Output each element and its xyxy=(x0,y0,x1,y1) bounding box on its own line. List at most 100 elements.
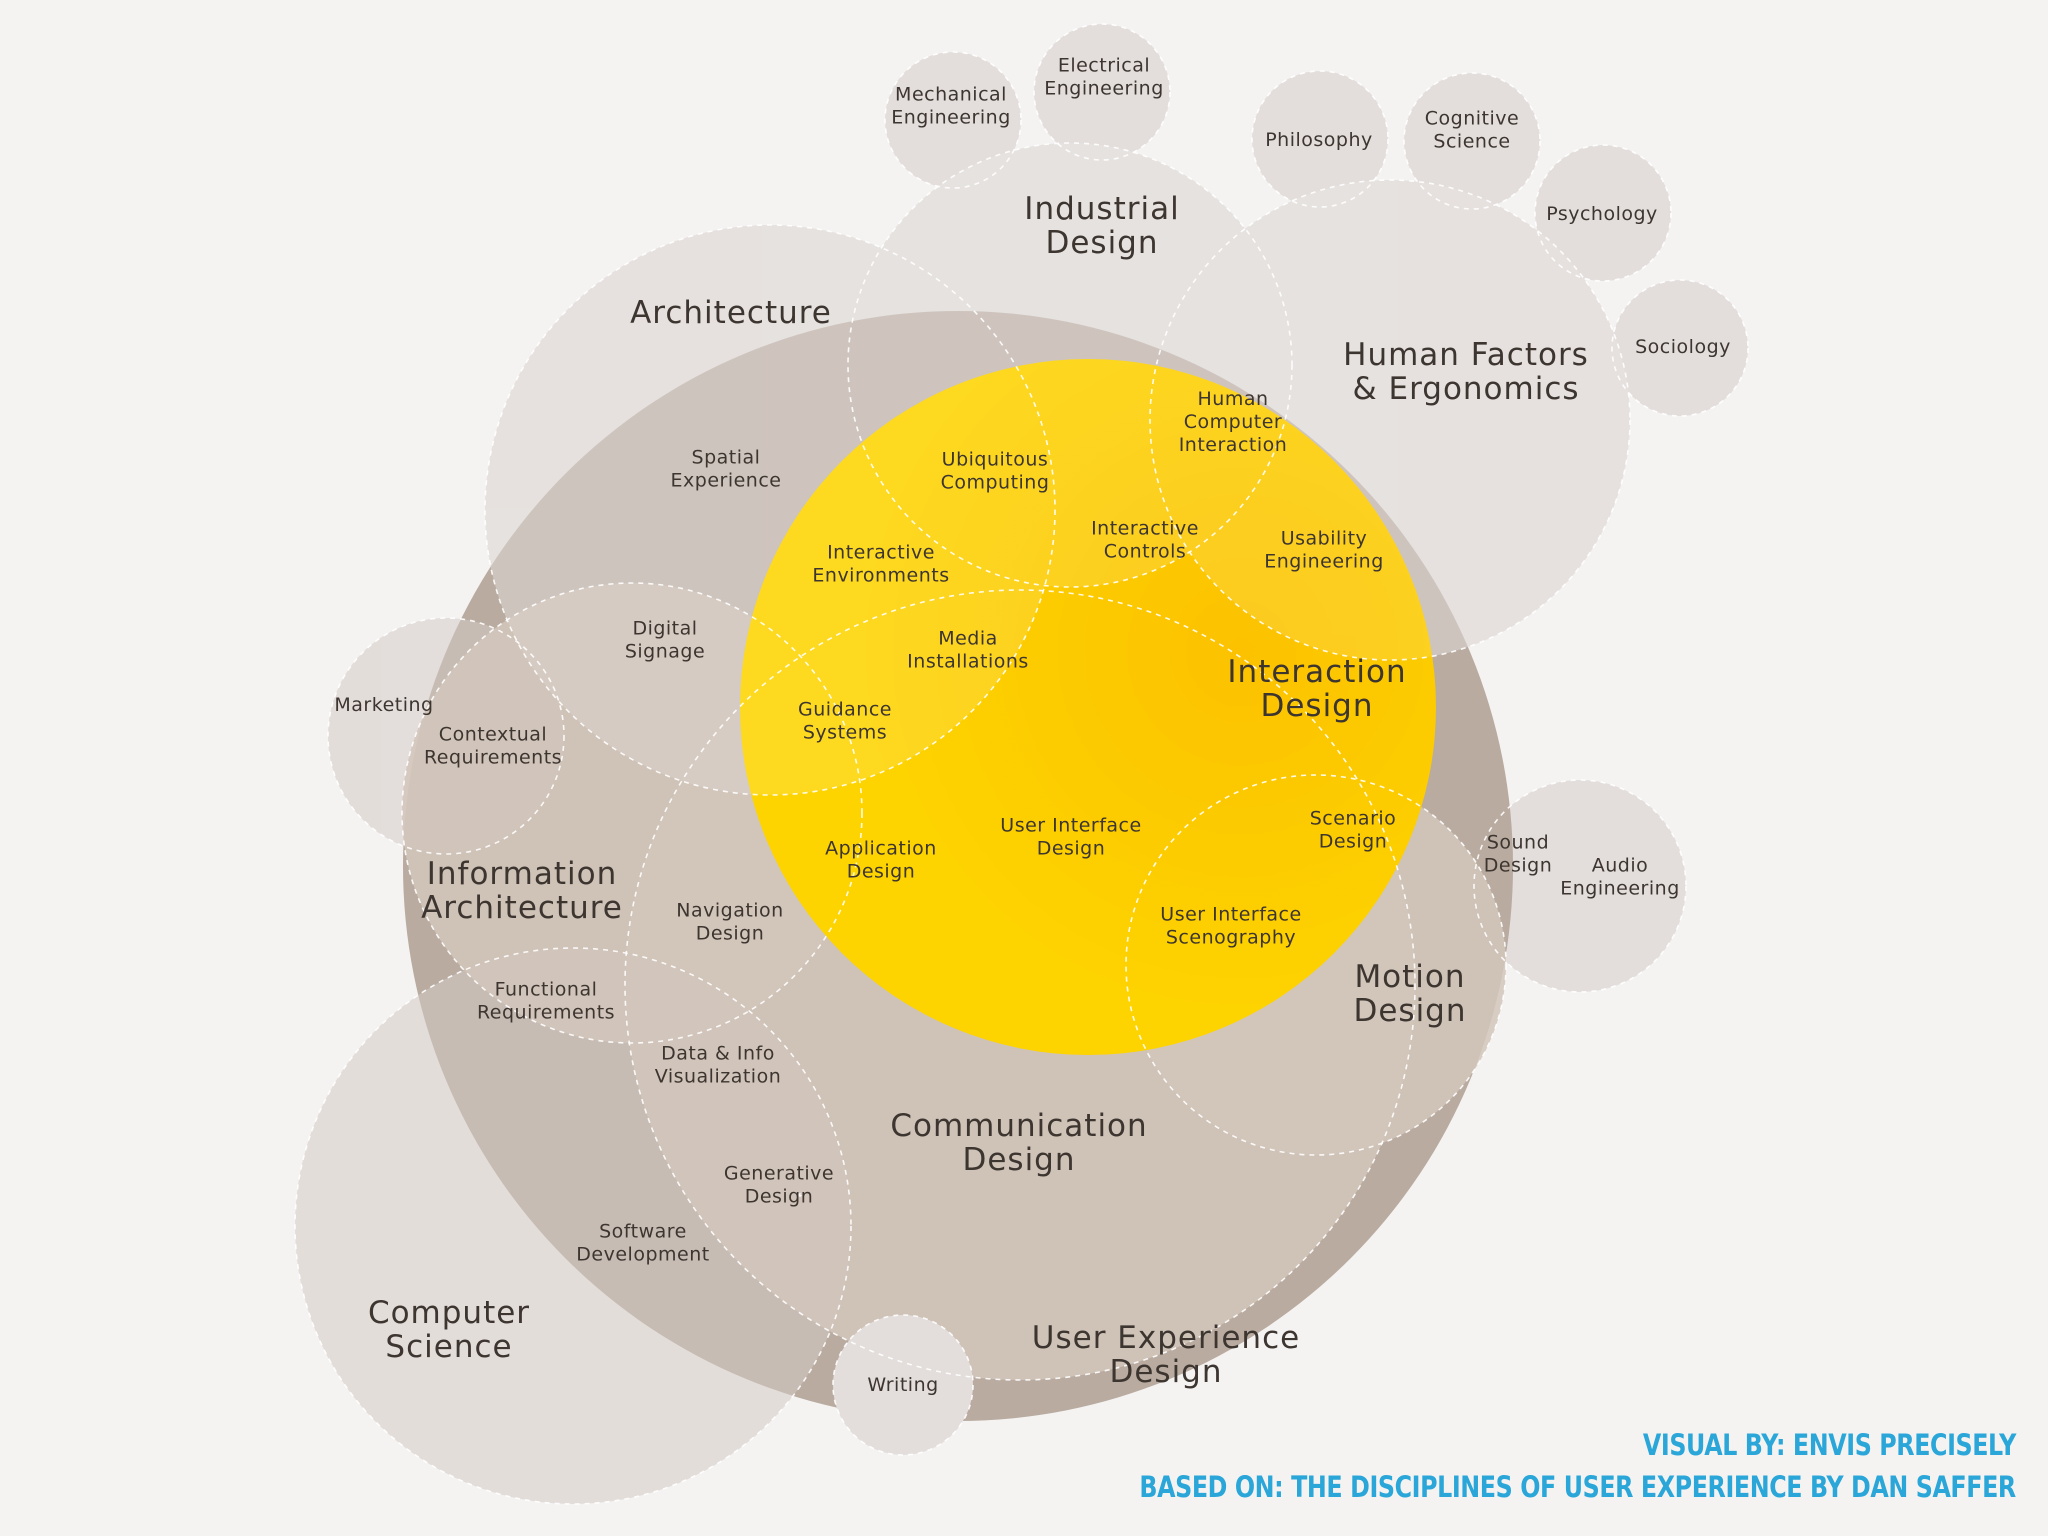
label-line: Interaction xyxy=(1179,434,1288,456)
label-line: Experience xyxy=(671,470,782,492)
label-line: Functional xyxy=(495,979,598,1001)
label-line: Design xyxy=(1319,831,1388,853)
label-line: User Interface xyxy=(1160,904,1301,926)
label-marketing: Marketing xyxy=(334,694,433,716)
label-line: Ubiquitous xyxy=(942,449,1049,471)
label-line: Installations xyxy=(907,651,1029,673)
label-line: Communication xyxy=(890,1108,1147,1144)
label-line: Audio xyxy=(1592,855,1649,877)
label-line: Industrial xyxy=(1024,191,1179,227)
cognitive-science-circle xyxy=(1404,73,1540,209)
label-line: Design xyxy=(696,923,765,945)
label-line: Human Factors xyxy=(1343,337,1589,373)
label-line: Controls xyxy=(1104,541,1187,563)
label-line: Information xyxy=(427,856,617,892)
label-line: Cognitive xyxy=(1425,108,1519,130)
label-line: Contextual xyxy=(439,724,547,746)
label-line: Science xyxy=(1433,131,1510,153)
label-line: Architecture xyxy=(630,295,832,331)
label-line: Design xyxy=(1045,225,1158,261)
credit-visual-by: VISUAL BY: ENVIS PRECISELY xyxy=(1642,1428,2016,1462)
electrical-engineering-circle xyxy=(1034,24,1170,160)
label-line: Marketing xyxy=(334,694,433,716)
label-line: Requirements xyxy=(477,1002,615,1024)
label-line: Engineering xyxy=(1044,78,1164,100)
audio-engineering-circle xyxy=(1474,780,1686,992)
label-philosophy: Philosophy xyxy=(1265,129,1373,151)
label-line: Psychology xyxy=(1546,203,1658,225)
label-line: Interactive xyxy=(1091,518,1199,540)
label-line: Software xyxy=(599,1221,687,1243)
label-line: Design xyxy=(1353,993,1466,1029)
label-line: Media xyxy=(938,628,998,650)
label-line: Development xyxy=(576,1244,709,1266)
label-line: Sociology xyxy=(1635,336,1731,358)
label-line: Design xyxy=(1037,838,1106,860)
yellow-overlap-tints xyxy=(485,143,1630,795)
label-psychology: Psychology xyxy=(1546,203,1658,225)
label-line: Design xyxy=(1260,688,1373,724)
label-line: Writing xyxy=(867,1374,938,1396)
label-line: Generative xyxy=(724,1163,834,1185)
label-architecture: Architecture xyxy=(630,295,832,331)
psychology-circle xyxy=(1535,145,1671,281)
label-line: Engineering xyxy=(891,107,1011,129)
sociology-circle xyxy=(1612,280,1748,416)
label-line: Mechanical xyxy=(895,84,1007,106)
mechanical-engineering-circle xyxy=(885,52,1021,188)
label-line: Electrical xyxy=(1058,55,1150,77)
writing-circle xyxy=(833,1315,973,1455)
label-line: Design xyxy=(1484,855,1553,877)
label-line: Design xyxy=(745,1186,814,1208)
philosophy-circle xyxy=(1252,71,1388,207)
label-line: Signage xyxy=(625,641,705,663)
label-line: Sound xyxy=(1487,832,1549,854)
label-writing: Writing xyxy=(867,1374,938,1396)
label-line: Architecture xyxy=(421,890,623,926)
label-line: Systems xyxy=(803,722,887,744)
label-line: Environments xyxy=(812,565,949,587)
label-line: Motion xyxy=(1354,959,1465,995)
label-line: Interactive xyxy=(827,542,935,564)
label-line: Scenography xyxy=(1166,927,1296,949)
label-line: Navigation xyxy=(676,900,783,922)
label-line: User Interface xyxy=(1000,815,1141,837)
label-line: Requirements xyxy=(424,747,562,769)
credit-based-on: BASED ON: THE DISCIPLINES OF USER EXPERI… xyxy=(1139,1470,2017,1504)
label-line: Design xyxy=(847,861,916,883)
label-line: Digital xyxy=(632,618,697,640)
label-line: User Experience xyxy=(1032,1320,1300,1356)
label-line: Interaction xyxy=(1227,654,1406,690)
label-line: Engineering xyxy=(1560,878,1680,900)
label-line: Philosophy xyxy=(1265,129,1373,151)
interaction-design-circle xyxy=(740,359,1436,1055)
label-line: Usability xyxy=(1281,528,1368,550)
